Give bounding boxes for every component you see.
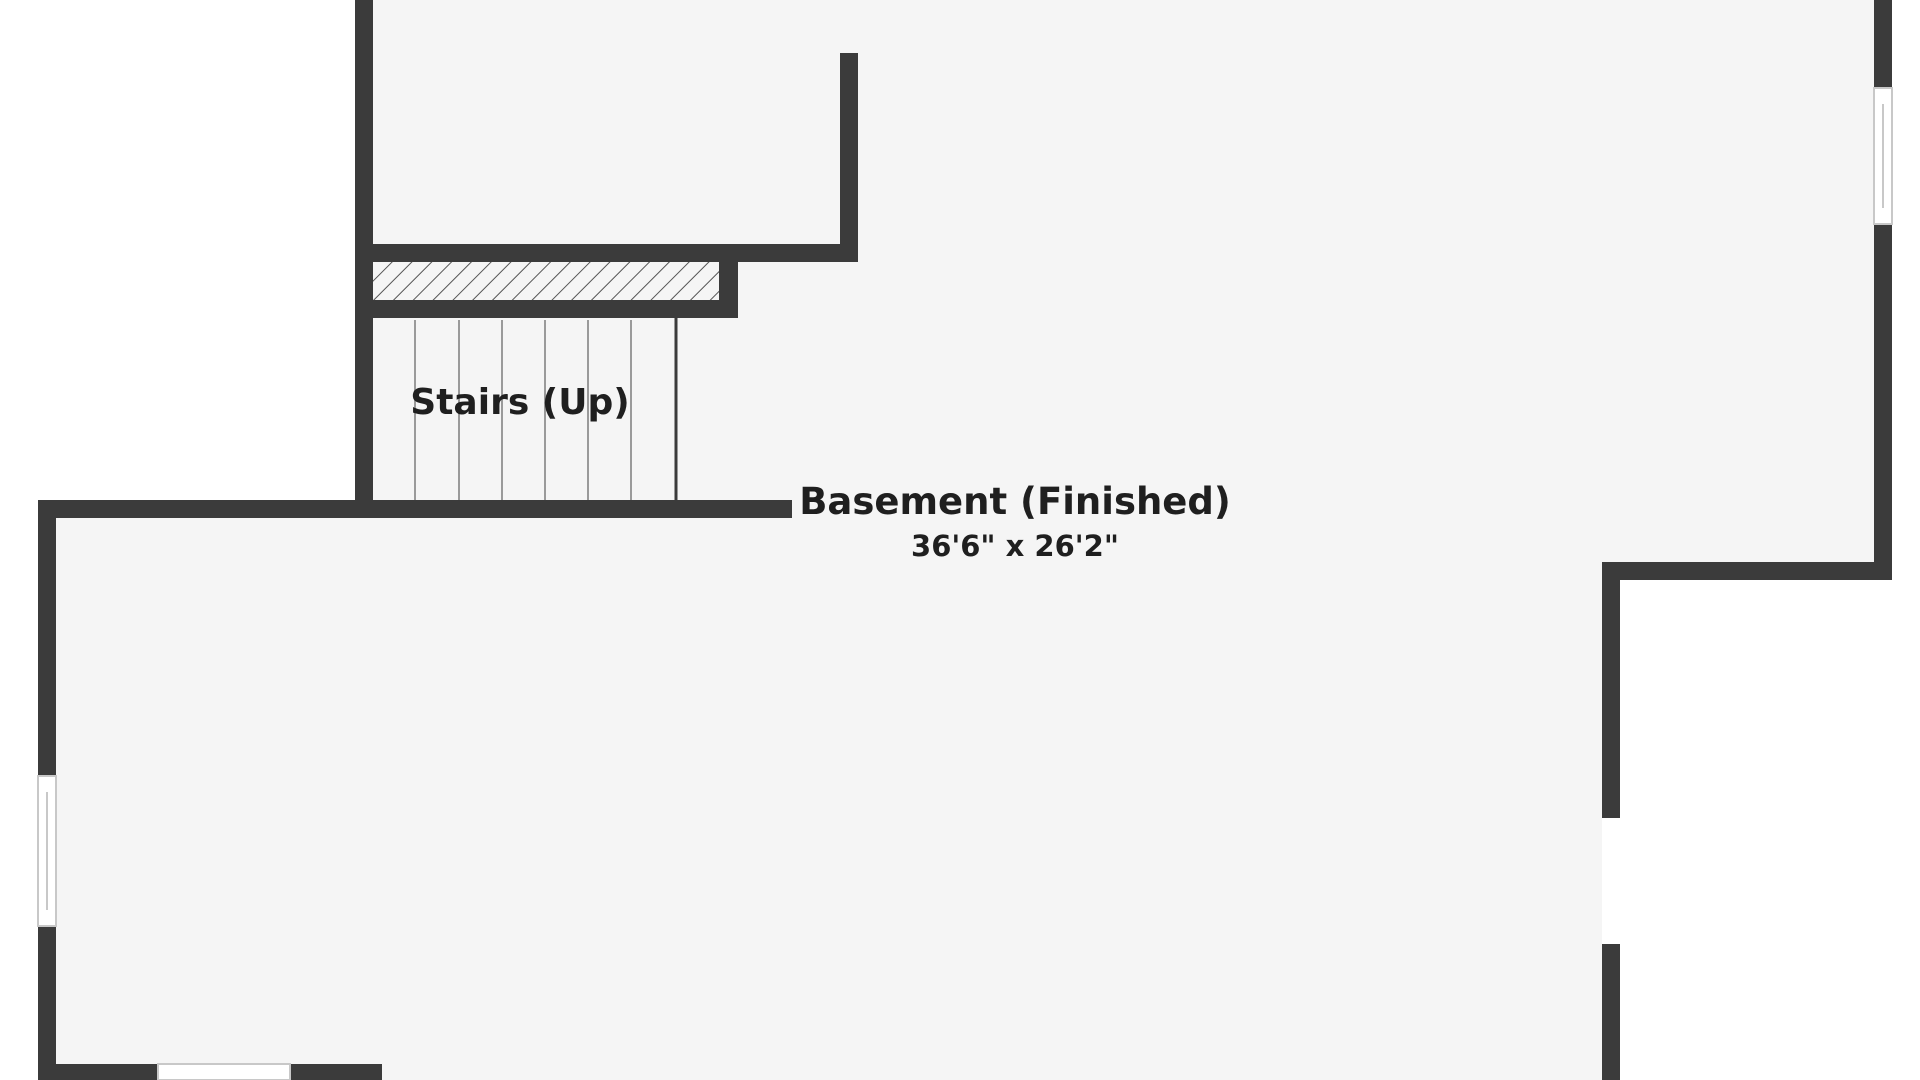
wall-landing-right [720,244,738,318]
windows [37,87,1893,1080]
wall-main-top [38,500,792,518]
wall-closet-right [840,53,858,261]
basement-label: Basement (Finished) [799,480,1231,523]
basement-dimensions: 36'6" x 26'2" [911,529,1119,563]
wall-closet-bottom [355,244,858,262]
window-bottom [157,1063,291,1080]
wall-right-step [1602,562,1892,580]
opening-right-lower [1602,818,1620,944]
stairs-label: Stairs (Up) [410,382,629,423]
wall-right-upper [1874,0,1892,578]
wall-landing-bottom [355,300,738,318]
stair-treads [414,320,632,500]
stair-landing-hatch [371,260,721,302]
